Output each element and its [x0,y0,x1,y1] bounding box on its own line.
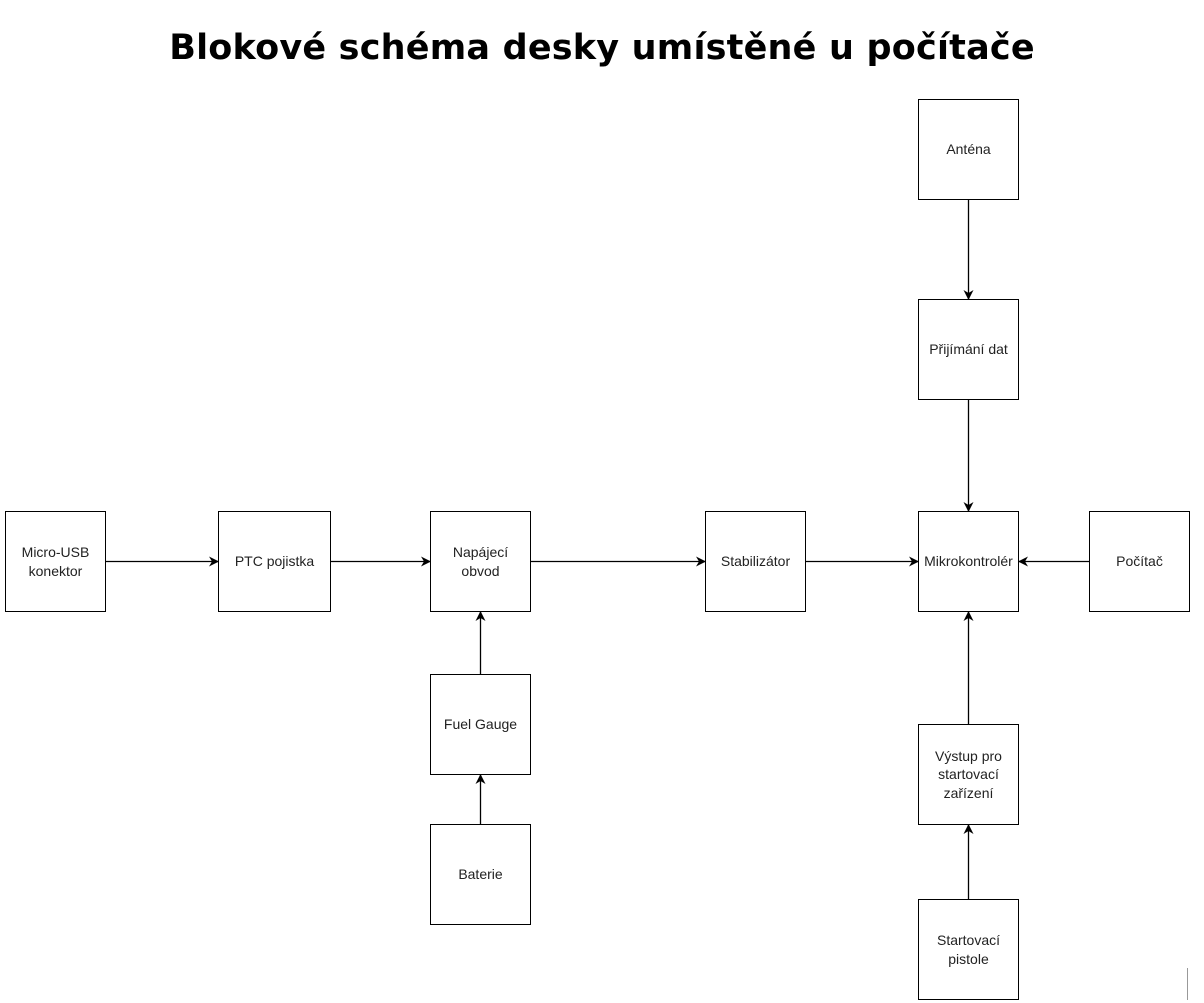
node-prijimani-dat: Přijímání dat [918,299,1019,400]
node-label: Přijímání dat [929,341,1008,358]
scroll-edge-marker [1187,968,1188,1000]
node-label: Počítač [1116,553,1163,570]
diagram-title: Blokové schéma desky umístěné u počítače [169,28,1035,68]
node-label: Micro-USB konektor [21,544,90,579]
node-label: Stabilizátor [720,553,791,570]
node-fuel-gauge: Fuel Gauge [430,674,531,775]
node-label: Napájecí obvod [452,544,509,579]
node-label: Výstup pro startovací zařízení [935,748,1002,801]
node-label: Fuel Gauge [443,716,518,733]
node-startovaci-pistole: Startovací pistole [918,899,1019,1000]
node-stabilizator: Stabilizátor [705,511,806,612]
node-label: Anténa [946,141,991,158]
node-mikrokontroler: Mikrokontrolér [918,511,1019,612]
node-label: Baterie [458,866,503,883]
node-napajeci-obvod: Napájecí obvod [430,511,531,612]
node-pocitac: Počítač [1089,511,1190,612]
node-micro-usb-konektor: Micro-USB konektor [5,511,106,612]
node-antena: Anténa [918,99,1019,200]
node-label: Mikrokontrolér [924,553,1013,570]
node-label: PTC pojistka [234,553,315,570]
node-label: Startovací pistole [936,932,1001,967]
node-ptc-pojistka: PTC pojistka [218,511,331,612]
node-baterie: Baterie [430,824,531,925]
node-vystup-pro-startovaci-zarizeni: Výstup pro startovací zařízení [918,724,1019,825]
